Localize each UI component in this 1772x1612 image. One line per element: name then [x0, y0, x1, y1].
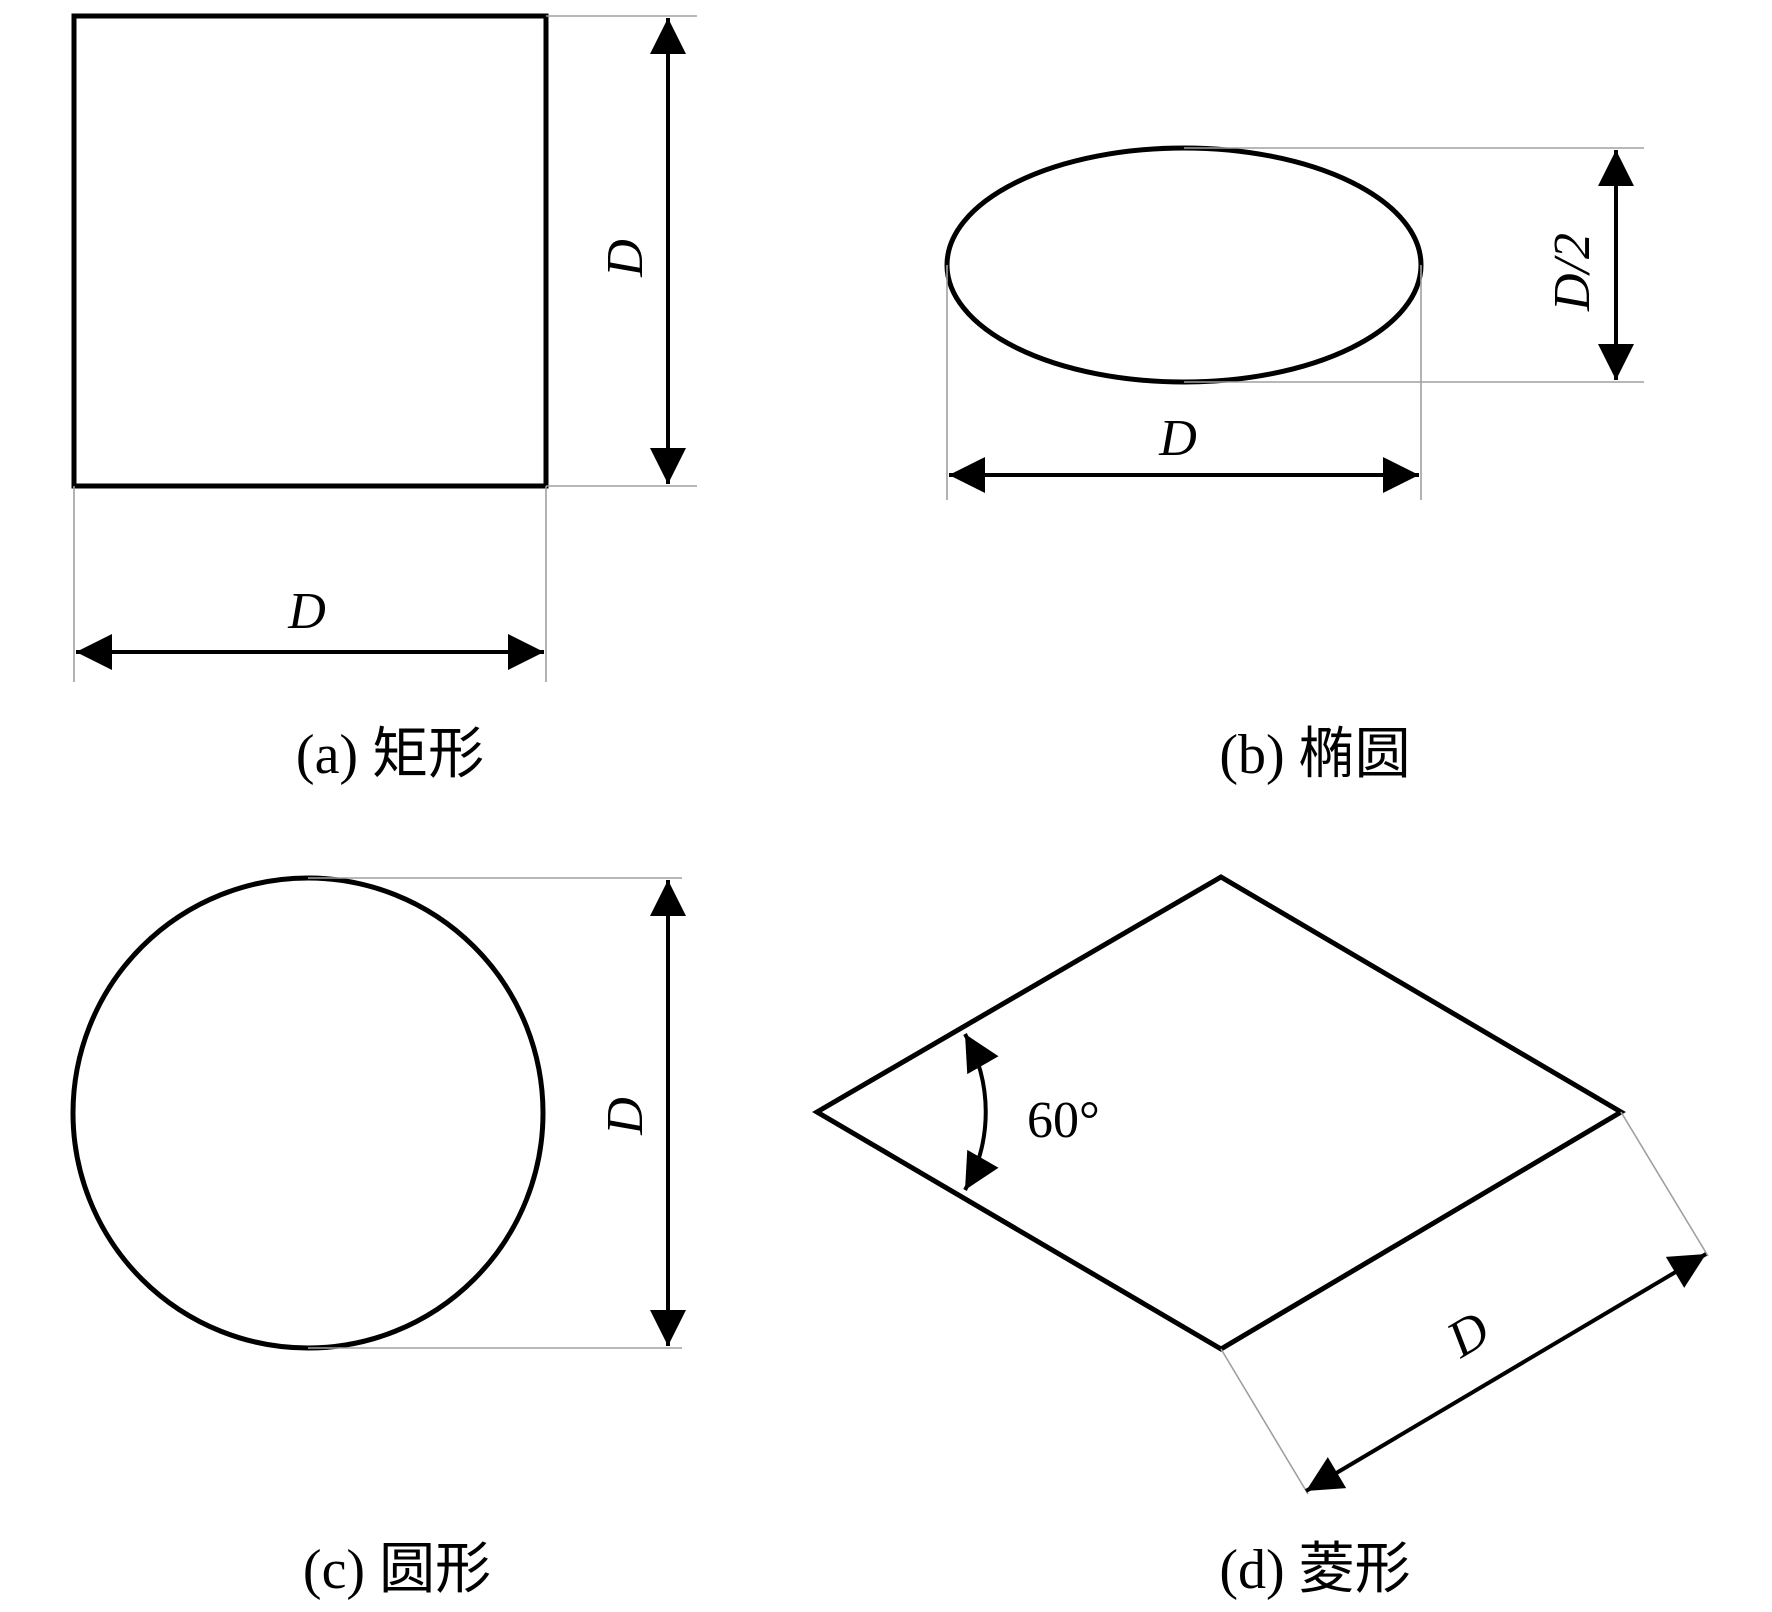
circle-shape — [70, 875, 546, 1351]
angle-arc — [963, 1033, 999, 1191]
caption-c: (c) 圆形 — [303, 1539, 491, 1601]
ellipse-shape — [944, 145, 1424, 385]
rect-width-label: D — [287, 583, 326, 640]
ellipse-width-label: D — [1158, 410, 1197, 467]
rhombus-side-dimension — [1304, 1252, 1708, 1493]
rhombus-side-ext-top — [1620, 1111, 1709, 1257]
rhombus-side-label: D — [1437, 1301, 1499, 1370]
panel-b-ellipse: D/2 D (b) 椭圆 — [944, 145, 1644, 786]
rectangle-shape — [71, 13, 549, 489]
caption-d: (d) 菱形 — [1219, 1539, 1410, 1601]
panel-a-rectangle: D D (a) 矩形 — [71, 13, 697, 786]
caption-a: (a) 矩形 — [296, 724, 484, 786]
rect-height-label: D — [597, 239, 654, 278]
rhombus-side-ext-bottom — [1220, 1348, 1309, 1495]
panel-d-rhombus: 60° D (d) 菱形 — [812, 874, 1709, 1601]
ellipse-height-label: D/2 — [1544, 233, 1601, 312]
panel-c-circle: D (c) 圆形 — [70, 875, 686, 1601]
angle-label: 60° — [1027, 1092, 1100, 1149]
circle-diameter-label: D — [597, 1097, 654, 1136]
rhombus-shape — [812, 874, 1626, 1352]
caption-b: (b) 椭圆 — [1219, 724, 1410, 786]
